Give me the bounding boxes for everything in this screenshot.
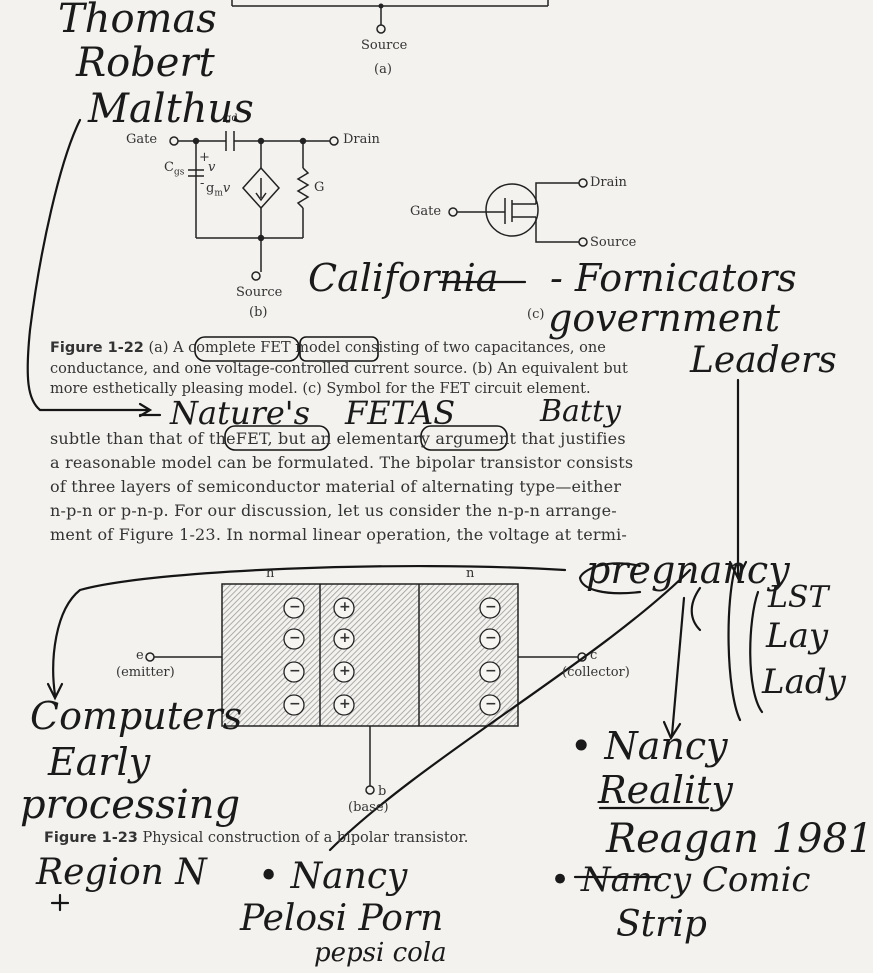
- minus-sign: −: [289, 599, 301, 615]
- base-terminal: b: [378, 784, 387, 799]
- circuit-b-sublabel: (b): [249, 305, 268, 320]
- body-line-2: a reasonable model can be formulated. Th…: [50, 453, 634, 472]
- hand-fetas: FETAS: [345, 394, 456, 432]
- hand-reality: Reality: [598, 768, 733, 812]
- minus-sign: −: [485, 630, 497, 646]
- hand-pelosi-porn: Pelosi Porn: [240, 898, 444, 939]
- circuit-c-gate-label: Gate: [410, 204, 442, 219]
- hand-lay: Lay: [766, 616, 829, 656]
- circuit-b-source-label: Source: [236, 285, 283, 300]
- body-line-4: n-p-n or p-n-p. For our discussion, let …: [50, 501, 617, 520]
- circuit-b-drain-label: Drain: [343, 132, 380, 147]
- minus-sign: −: [289, 696, 301, 712]
- plus-sign: +: [339, 599, 351, 615]
- minus-sign: −: [485, 599, 497, 615]
- hand-nancy-pelosi: • Nancy: [258, 856, 408, 897]
- minus-sign: −: [485, 663, 497, 679]
- figure-a-sublabel: (a): [374, 62, 392, 77]
- hand-reagan-1981: Reagan 1981: [606, 816, 873, 862]
- body-l1-pre: subtle than that of the: [50, 429, 236, 448]
- emitter-label: (emitter): [116, 665, 175, 680]
- body-line-5: ment of Figure 1-23. In normal linear op…: [50, 525, 628, 544]
- hand-processing: processing: [20, 782, 241, 828]
- hand-pregnancy: pregnancy: [586, 548, 790, 592]
- hand-leaders: Leaders: [690, 340, 837, 381]
- hand-nancy-reality: • Nancy: [570, 724, 728, 768]
- caption-22-circled-1: A complete: [173, 340, 256, 356]
- circuit-b-cgs-label: Cgs: [164, 160, 185, 178]
- figure-1-22-caption-line1: Figure 1-22 (a) A complete FET model con…: [50, 340, 606, 356]
- collector-label: (collector): [562, 665, 630, 680]
- hand-lst: LST: [768, 580, 829, 615]
- hand-robert: Robert: [76, 40, 215, 86]
- minus-sign: −: [289, 663, 301, 679]
- circuit-b-gate-label: Gate: [126, 132, 158, 147]
- circuit-b-vminus: -: [200, 176, 205, 191]
- hand-government: government: [548, 296, 781, 340]
- body-line-3: of three layers of semiconductor materia…: [50, 477, 622, 496]
- carrier-circles: [283, 597, 501, 716]
- circuit-c: [448, 178, 588, 247]
- ink-layer: [26, 0, 764, 912]
- plus-sign: +: [339, 630, 351, 646]
- figure-1-22-caption-line2: conductance, and one voltage-controlled …: [50, 361, 628, 377]
- hand-region-n: Region N: [36, 852, 207, 893]
- body-l1-circled-2: argument: [435, 429, 517, 448]
- hand-malthus: Malthus: [88, 86, 254, 132]
- hand-california: California: [308, 256, 499, 300]
- emitter-terminal: e: [136, 648, 144, 663]
- hand-strip: Strip: [616, 904, 707, 945]
- hand-nancy-comic: • Nancy Comic: [550, 860, 811, 900]
- hand-thomas: Thomas: [58, 0, 217, 42]
- circuit-b-cgd-label: gd: [225, 113, 238, 124]
- minus-sign: −: [485, 696, 497, 712]
- transistor-body: [145, 583, 587, 795]
- figure-1-23-caption: Figure 1-23 Physical construction of a b…: [44, 830, 468, 846]
- transistor-n-left: n: [266, 566, 275, 581]
- hand-strokes: [26, 118, 764, 912]
- minus-sign: −: [289, 630, 301, 646]
- figure-a-fragment: [231, 0, 549, 34]
- circuit-b-v: v: [208, 160, 216, 175]
- body-l1-post: that justifies: [521, 429, 626, 448]
- caption-22-circled-2: FET model: [260, 340, 341, 356]
- figure-1-23-text: Physical construction of a bipolar trans…: [142, 830, 469, 846]
- hand-natures: Nature's: [170, 394, 310, 432]
- circuit-c-drain-label: Drain: [590, 175, 627, 190]
- figure-a-source-label: Source: [361, 38, 408, 53]
- figure-1-23-number: Figure 1-23: [44, 830, 138, 846]
- hand-early: Early: [48, 740, 151, 784]
- circuit-b-vplus: +: [199, 150, 210, 165]
- transistor-n-right: n: [466, 566, 475, 581]
- hand-computers: Computers: [30, 694, 243, 738]
- circled-words: [194, 336, 508, 451]
- caption-22-a: (a): [148, 340, 169, 356]
- hand-fornicators: - Fornicators: [550, 256, 797, 300]
- hand-lady: Lady: [762, 662, 846, 702]
- caption-22-rest: consisting of two capacitances, one: [344, 340, 606, 356]
- circuit-b-g-label: G: [314, 180, 325, 195]
- hand-batty: Batty: [540, 394, 621, 429]
- circuit-c-sublabel: (c): [527, 307, 545, 322]
- circuit-b: [169, 131, 339, 281]
- figure-1-22-caption-line3: more esthetically pleasing model. (c) Sy…: [50, 381, 591, 397]
- figure-1-22-number: Figure 1-22: [50, 340, 144, 356]
- collector-terminal: c: [590, 648, 598, 663]
- base-label: (base): [348, 800, 389, 815]
- circuit-b-gm-label: gmv: [206, 181, 231, 199]
- body-l1-circled-1: FET, but an: [235, 429, 332, 448]
- plus-sign: +: [339, 696, 351, 712]
- body-l1-mid: elementary: [331, 429, 431, 448]
- body-line-1: subtle than that of theFET, but an eleme…: [50, 429, 626, 448]
- plus-sign: +: [339, 663, 351, 679]
- circuit-c-source-label: Source: [590, 235, 637, 250]
- hand-pepsi-cola: pepsi cola: [314, 938, 447, 968]
